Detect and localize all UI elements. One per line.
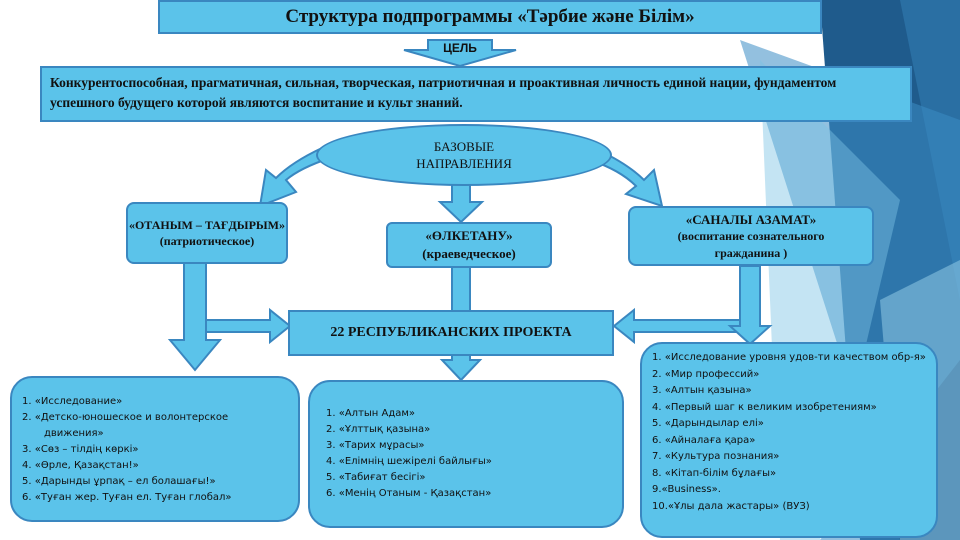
- direction-box-conscious-citizen: «САНАЛЫ АЗАМАТ» (воспитание сознательног…: [628, 206, 874, 266]
- diagram-title: Структура подпрограммы «Тәрбие және Білі…: [158, 0, 822, 34]
- projects-box: 22 РЕСПУБЛИКАНСКИХ ПРОЕКТА: [288, 310, 614, 356]
- goal-label-text: ЦЕЛЬ: [443, 41, 477, 55]
- list-item: 7. «Культура познания»: [652, 451, 780, 462]
- direction-name: «ӨЛКЕТАНУ»: [425, 228, 513, 243]
- direction-name: «САНАЛЫ АЗАМАТ»: [685, 211, 817, 227]
- project-list-right: 1. «Исследование уровня удов-ти качество…: [640, 342, 938, 538]
- projects-label: 22 РЕСПУБЛИКАНСКИХ ПРОЕКТА: [330, 325, 572, 340]
- list-item: 1. «Алтын Адам»: [326, 408, 416, 419]
- list-item: 5. «Табиғат бесігі»: [326, 472, 426, 483]
- goal-label: ЦЕЛЬ: [430, 38, 490, 58]
- list-item: 1. «Исследование»: [22, 396, 123, 407]
- goal-text: Конкурентоспособная, прагматичная, сильн…: [50, 75, 837, 110]
- list-item: 8. «Кітап-білім бұлағы»: [652, 467, 777, 479]
- list-item: 2. «Детско-юношеское и волонтерское движ…: [22, 412, 229, 439]
- list-item: 3. «Алтын қазына»: [652, 385, 752, 396]
- list-item: 6. «Айналаға қара»: [652, 434, 756, 446]
- list-item: 6. «Туған жер. Туған ел. Туған глобал»: [22, 492, 232, 503]
- diagram-title-text: Структура подпрограммы «Тәрбие және Білі…: [285, 6, 695, 27]
- list-item: 4. «Өрле, Қазақстан!»: [22, 460, 139, 471]
- project-list-left: 1. «Исследование» 2. «Детско-юношеское и…: [10, 376, 300, 522]
- list-item: 5. «Дарынды ұрпақ – ел болашағы!»: [22, 476, 216, 487]
- list-item: 3. «Сөз – тілдің көркі»: [22, 444, 139, 455]
- arrow-right-to-projects: [612, 307, 749, 345]
- direction-name: «ОТАНЫМ – ТАҒДЫРЫМ»: [128, 218, 286, 232]
- goal-arrow: [403, 39, 517, 68]
- list-item: 5. «Дарындылар елі»: [652, 418, 764, 429]
- list-item: 6. «Менің Отаным - Қазақстан»: [326, 488, 492, 499]
- base-directions-ellipse: БАЗОВЫЕ НАПРАВЛЕНИЯ: [316, 124, 612, 186]
- arrow-right-down: [727, 265, 773, 346]
- list-item: 4. «Первый шаг к великим изобретениям»: [652, 401, 877, 413]
- list-item: 10.«Ұлы дала жастары» (ВУЗ): [652, 500, 810, 512]
- arrow-to-right-direction: [588, 148, 664, 208]
- arrow-left-down: [167, 261, 223, 372]
- base-directions-text: БАЗОВЫЕ НАПРАВЛЕНИЯ: [416, 139, 512, 171]
- direction-sub: (патриотическое): [159, 234, 255, 248]
- list-item: 4. «Елімнің шежірелі байлығы»: [326, 456, 492, 467]
- list-item: 2. «Мир профессий»: [652, 368, 760, 380]
- list-item: 3. «Тарих мұрасы»: [326, 440, 425, 451]
- list-item: 2. «Ұлттық қазына»: [326, 424, 431, 435]
- arrow-to-left-direction: [258, 146, 332, 208]
- direction-box-local-history: «ӨЛКЕТАНУ» (краеведческое): [386, 222, 552, 268]
- direction-sub: (краеведческое): [422, 246, 516, 261]
- project-list-middle: 1. «Алтын Адам» 2. «Ұлттық қазына» 3. «Т…: [308, 380, 624, 528]
- list-item: 9.«Business».: [652, 484, 721, 495]
- direction-box-patriotic: «ОТАНЫМ – ТАҒДЫРЫМ» (патриотическое): [126, 202, 288, 264]
- direction-sub: (воспитание сознательного гражданина ): [677, 228, 825, 260]
- arrow-left-to-projects: [205, 307, 292, 345]
- list-item: 1. «Исследование уровня удов-ти качество…: [652, 352, 926, 363]
- goal-box: Конкурентоспособная, прагматичная, сильн…: [40, 66, 912, 122]
